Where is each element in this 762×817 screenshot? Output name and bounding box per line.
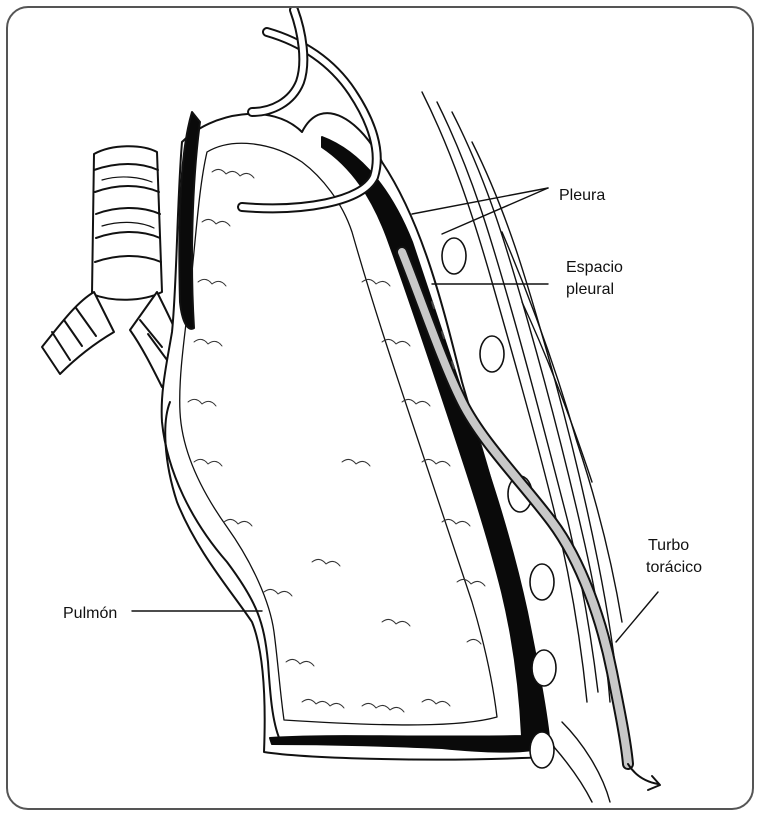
rib — [530, 564, 554, 600]
label-tubo-line2: torácico — [646, 558, 702, 578]
tubo-leader — [616, 592, 658, 642]
figure-frame: Pleura Espacio pleural Turbo torácico Pu… — [6, 6, 754, 810]
rib — [530, 732, 554, 768]
chest-tube-illustration — [8, 8, 754, 810]
pleura-leader-2 — [442, 188, 548, 234]
rib — [442, 238, 466, 274]
label-pleura: Pleura — [559, 186, 605, 206]
rib — [532, 650, 556, 686]
pleura-leader-1 — [412, 188, 548, 214]
label-tubo-line1: Turbo — [648, 536, 689, 556]
rib — [480, 336, 504, 372]
label-espacio-line1: Espacio — [566, 258, 623, 278]
label-espacio-line2: pleural — [566, 280, 614, 300]
label-pulmon: Pulmón — [63, 604, 117, 624]
trachea — [92, 146, 162, 300]
bronchi — [42, 292, 184, 387]
